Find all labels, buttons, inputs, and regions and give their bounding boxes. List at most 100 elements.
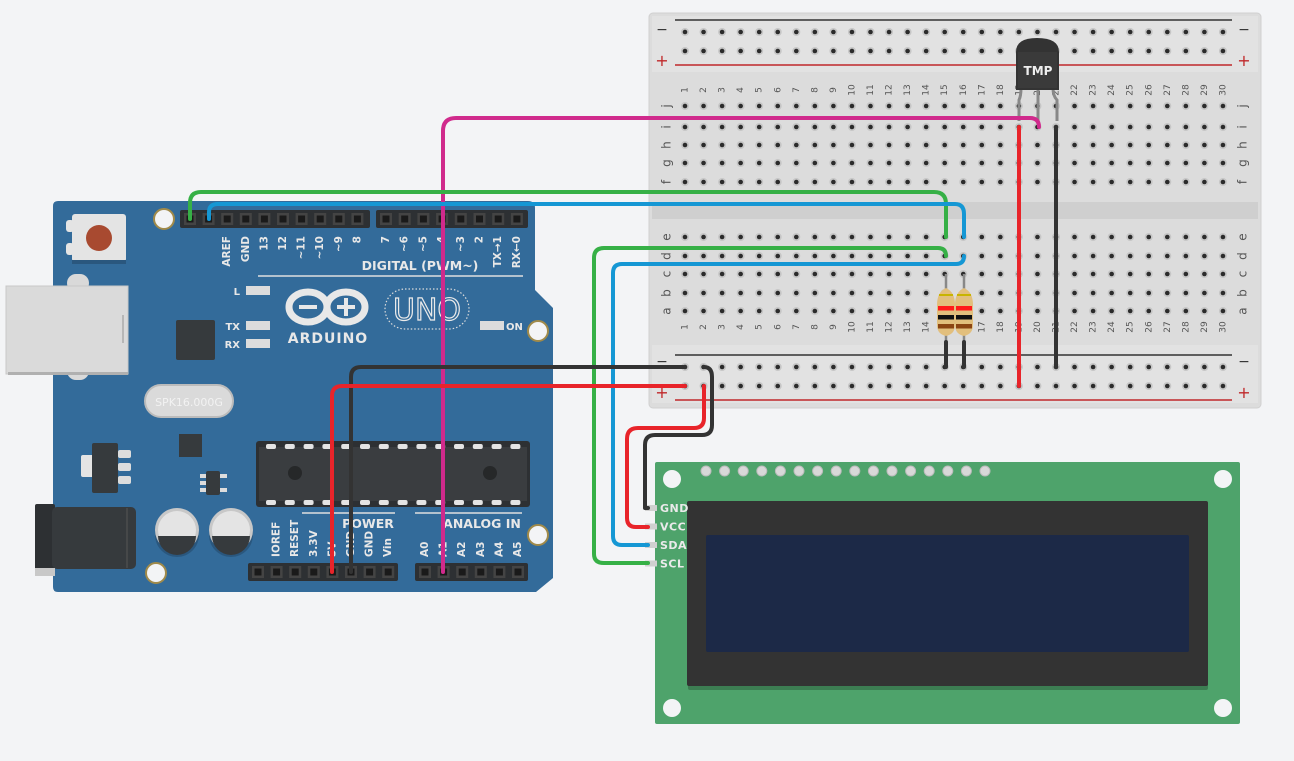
lcd-pin[interactable] [645,523,657,530]
crystal [144,384,234,418]
breadboard-hole-center [849,271,855,277]
breadboard-hole-center [812,142,818,148]
resistors[interactable] [937,274,973,345]
gnd-lcd-wire[interactable] [643,365,714,510]
led-rx [246,339,270,348]
temperature-sensor[interactable]: TMP [1016,0,1059,235]
chip-pin [416,444,427,449]
breadboard-hole-center [719,308,725,314]
pin-label: 13 [258,236,270,251]
breadboard-hole-center [960,160,966,166]
breadboard-hole-center [756,271,762,277]
breadboard-hole-center [1090,103,1096,109]
column-number: 1 [681,87,691,93]
column-number: 4 [736,87,746,93]
breadboard-hole-center [1090,290,1096,296]
breadboard-hole-center [905,160,910,166]
breadboard-hole-center [756,179,762,185]
row-label: a [660,307,674,314]
scl-lcd-wire[interactable] [592,246,948,565]
sda-wire[interactable] [207,202,966,239]
vcc-lcd-wire[interactable] [625,384,706,529]
breadboard-hole-center [1165,179,1170,185]
lcd-mounting-hole [663,470,681,488]
chip-pin [378,500,389,505]
header-pin-hole [382,215,390,223]
chip-pin [416,500,427,505]
breadboard-hole-center [1183,253,1189,259]
breadboard-hole-center [1127,179,1133,185]
column-number: 27 [1163,84,1173,95]
rail-hole-center [1035,383,1040,389]
column-number: 8 [810,87,820,93]
row-label: d [660,252,674,260]
chip-pin [397,500,408,505]
breadboard-hole-center [1090,308,1096,314]
breadboard-hole-center [1127,103,1133,109]
lcd-pins[interactable] [645,505,657,567]
resistor[interactable] [955,274,973,345]
rail-hole-center [1127,383,1133,389]
lcd-pin-label-sda: SDA [660,539,687,552]
breadboard-hole-center [1183,103,1189,109]
rail-hole-center [979,29,985,35]
breadboard-holes[interactable] [681,28,1227,390]
breadboard-hole-center [682,290,688,296]
usb-port [5,285,129,375]
breadboard-hole-center [701,271,706,277]
lcd-pin[interactable] [645,505,657,511]
breadboard-hole-center [1127,124,1133,130]
pin-label: ~5 [417,236,429,252]
header-pin-hole [279,215,287,223]
gnd-wire[interactable] [349,365,687,574]
breadboard-hole-center [831,103,836,109]
breadboard-hole-center [849,179,855,185]
breadboard-hole-center [1202,271,1207,277]
breadboard-hole-center [923,160,929,166]
breadboard-hole-center [1127,290,1133,296]
breadboard-hole-center [682,160,688,166]
rail-hole-center [1202,29,1207,35]
rail-hole-center [1220,29,1226,35]
row-label: g [1236,159,1250,167]
analog-wire[interactable] [441,116,1041,574]
breadboard-hole-center [738,124,743,130]
breadboard-hole-center [1183,179,1189,185]
5v-wire[interactable] [330,384,687,574]
resistor[interactable] [937,274,955,345]
breadboard-hole-center [942,142,947,148]
breadboard-hole-center [831,234,836,240]
rail-hole-center [1127,29,1133,35]
column-number: 26 [1144,321,1154,333]
breadboard-hole-center [775,124,781,130]
row-label: i [660,125,674,128]
breadboard-hole-center [794,124,799,130]
breadboard-hole-center [905,271,910,277]
rail-hole-center [1202,364,1207,370]
scl-wire[interactable] [188,190,948,239]
lcd-pin[interactable] [645,560,657,567]
breadboard-hole-center [831,271,836,277]
rail-hole-center [1090,29,1096,35]
rail-hole-center [868,48,873,54]
rail-hole-center [831,383,836,389]
wires[interactable] [188,116,1058,574]
power-header [248,563,398,581]
breadboard-hole-center [923,124,929,130]
breadboard-hole-center [812,234,818,240]
lcd-pin[interactable] [645,542,657,548]
breadboard-hole-center [738,253,743,259]
lcd-16x2-i2c[interactable] [645,462,1240,724]
rail-hole-center [1220,364,1226,370]
chip-pin [341,444,352,449]
lcd-pad [923,465,935,477]
breadboard[interactable]: − + − + − + − + 112233445566778899101011… [648,12,1262,409]
row-label: g [660,159,674,167]
header-pin-hole [494,215,502,223]
breadboard-hole-center [868,103,873,109]
arduino-uno[interactable]: SPK16.000G [5,201,553,592]
rail-hole-center [998,364,1003,370]
sda-lcd-wire[interactable] [611,254,966,547]
rail-hole-center [849,29,855,35]
